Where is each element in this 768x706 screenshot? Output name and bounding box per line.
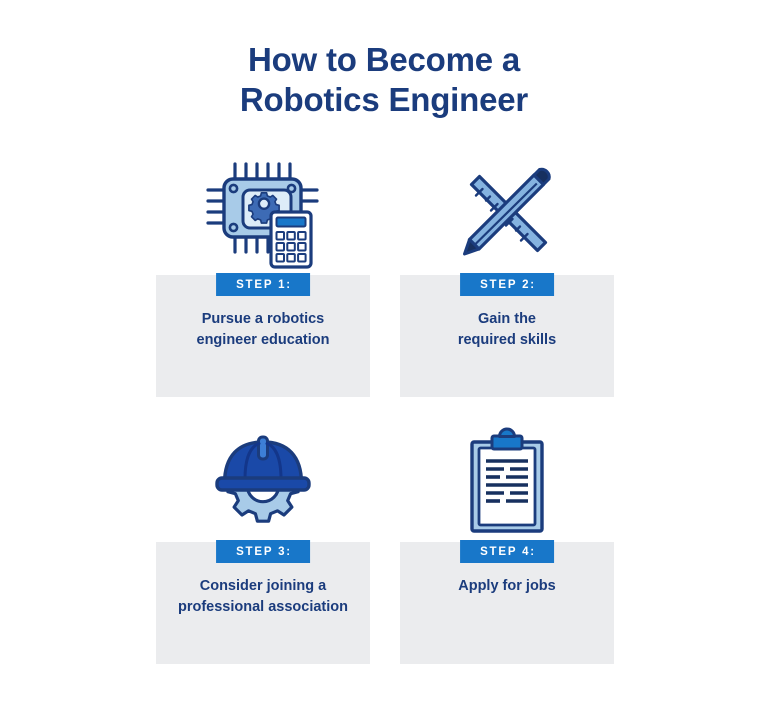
step-1-panel: STEP 1: Pursue a robotics engineer educa…: [156, 273, 370, 397]
calculator-glyph: [269, 210, 313, 269]
step-4-badge: STEP 4:: [460, 540, 554, 563]
page-title-line-2: Robotics Engineer: [239, 81, 529, 118]
step-2-badge: STEP 2:: [460, 273, 554, 296]
pencil-glyph: [463, 167, 551, 256]
clipboard-lines: [486, 459, 528, 503]
ruler-pencil-icon: [463, 167, 551, 256]
step-4-text: Apply for jobs: [410, 576, 604, 597]
clip-glyph: [490, 427, 524, 451]
microchip-calculator-icon: [206, 162, 319, 269]
step-card-2: STEP 2: Gain the required skills: [400, 155, 614, 397]
step-card-3: STEP 3: Consider joining a professional …: [156, 422, 370, 664]
step-3-text-line-2: professional association: [177, 599, 349, 615]
step-3-badge: STEP 3:: [216, 540, 310, 563]
step-3-icon-area: [156, 422, 370, 542]
step-4-text-line-1: Apply for jobs: [458, 578, 556, 594]
step-2-panel: STEP 2: Gain the required skills: [400, 273, 614, 397]
hardhat-glyph: [215, 435, 311, 492]
steps-grid: STEP 1: Pursue a robotics engineer educa…: [156, 155, 614, 664]
step-1-text-line-2: engineer education: [196, 332, 330, 348]
step-card-4: STEP 4: Apply for jobs: [400, 422, 614, 664]
step-1-text-line-1: Pursue a robotics: [201, 311, 325, 327]
step-3-text: Consider joining a professional associat…: [166, 576, 360, 618]
step-1-icon-area: [156, 155, 370, 275]
page-title: How to Become a Robotics Engineer: [0, 40, 768, 120]
step-2-text-line-1: Gain the: [477, 311, 536, 327]
step-card-1: STEP 1: Pursue a robotics engineer educa…: [156, 155, 370, 397]
step-4-icon-area: [400, 422, 614, 542]
hardhat-gear-icon: [215, 435, 311, 523]
step-4-panel: STEP 4: Apply for jobs: [400, 540, 614, 664]
step-2-text-line-2: required skills: [457, 332, 557, 348]
step-1-badge: STEP 1:: [216, 273, 310, 296]
step-3-text-line-1: Consider joining a: [199, 578, 327, 594]
step-1-text: Pursue a robotics engineer education: [166, 309, 360, 351]
clipboard-icon: [470, 427, 544, 533]
step-3-panel: STEP 3: Consider joining a professional …: [156, 540, 370, 664]
page-title-line-1: How to Become a: [247, 41, 521, 78]
step-2-icon-area: [400, 155, 614, 275]
step-2-text: Gain the required skills: [410, 309, 604, 351]
